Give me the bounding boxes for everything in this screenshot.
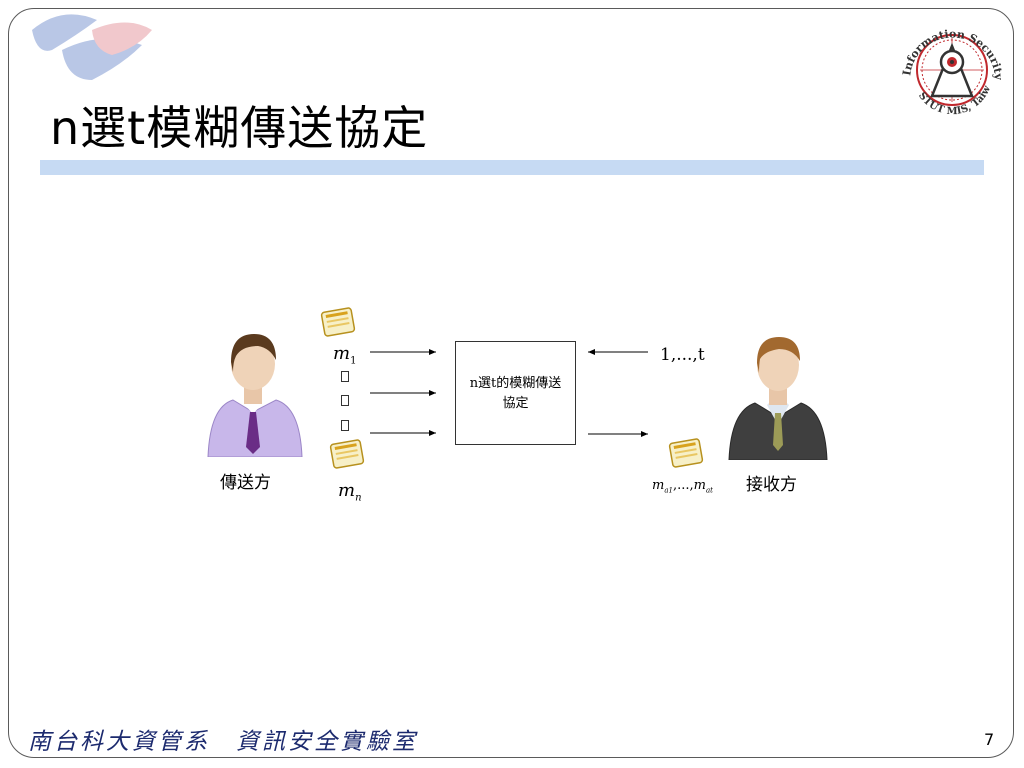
ellipsis-dot: [341, 420, 349, 431]
message-document-icon: [329, 439, 365, 469]
ellipsis-dot: [341, 371, 349, 382]
page-title: n選t模糊傳送協定: [50, 101, 429, 155]
input-arrows: [370, 349, 436, 436]
choice-indices-label: 1,...,t: [660, 345, 705, 365]
message-mn-label: mn: [338, 480, 362, 504]
corner-logo: [32, 14, 152, 80]
ellipsis-dot: [341, 395, 349, 406]
footer-lab-name: 南台科大資管系 資訊安全實驗室: [28, 729, 418, 755]
sender-label: 傳送方: [220, 473, 271, 493]
choice-arrow: [588, 349, 648, 355]
title-underline-bar: [40, 160, 984, 175]
sender-person-icon: [207, 334, 303, 457]
output-document-icon: [668, 438, 704, 468]
slide-frame: [8, 8, 1014, 758]
receiver-label: 接收方: [746, 475, 797, 495]
page-number: 7: [984, 730, 995, 749]
protocol-line2: 協定: [502, 396, 529, 411]
message-document-icon: [320, 307, 356, 337]
protocol-line1: n選t的模糊傳送: [469, 376, 562, 391]
output-arrow: [588, 431, 648, 437]
output-messages-label: ma1,...,mat: [652, 478, 713, 495]
lab-logo: Information Security Lab. STUT MIS, Taiw…: [890, 8, 1005, 117]
message-m1-label: m1: [333, 343, 357, 367]
receiver-person-icon: [728, 337, 828, 460]
protocol-box: n選t的模糊傳送 協定: [455, 341, 576, 445]
